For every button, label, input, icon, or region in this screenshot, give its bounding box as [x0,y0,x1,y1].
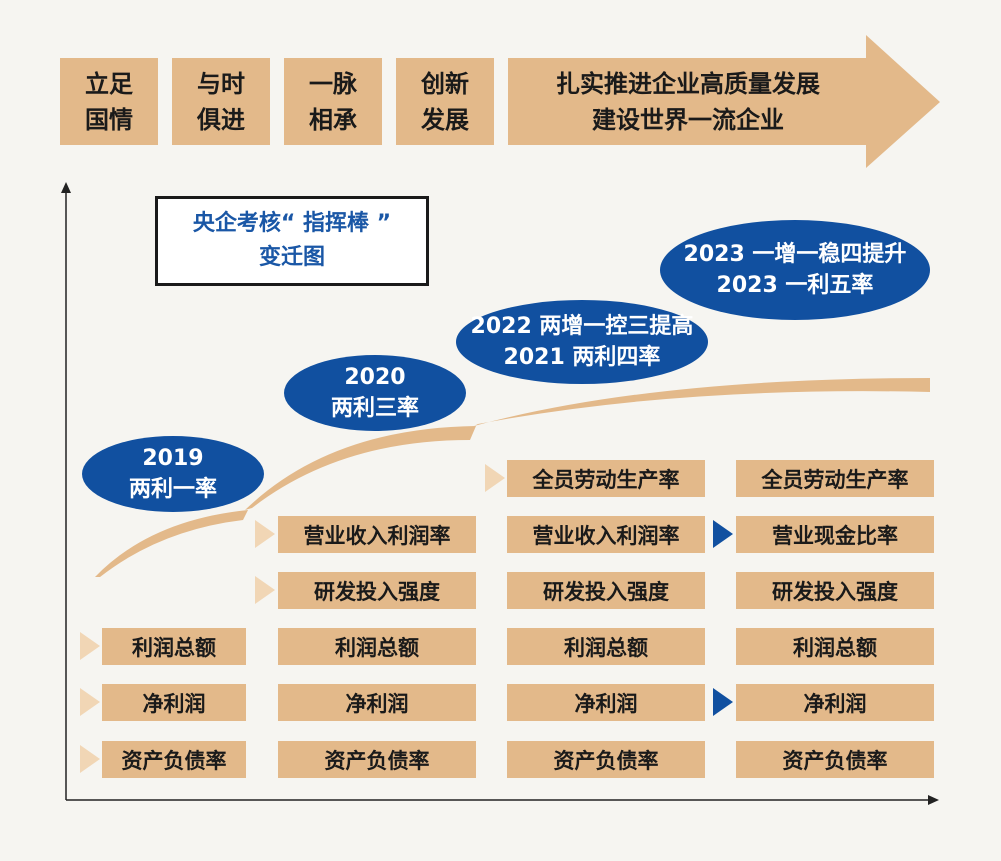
milestone-year: 2020 [344,365,406,390]
banner-arrow-text: 扎实推进企业高质量发展 [556,69,820,98]
indicator-cell: 营业收入利润率 [507,516,705,553]
new-indicator-marker-icon [80,632,100,660]
indicator-cell: 研发投入强度 [507,572,705,609]
new-indicator-marker-icon [80,745,100,773]
indicator-cell: 研发投入强度 [278,572,476,609]
banner-arrow-text: 建设世界一流企业 [592,105,784,134]
milestone-line: 2023 一增一稳四提升 [683,242,907,267]
indicator-cell: 研发投入强度 [736,572,934,609]
banner-box-text: 国情 [85,105,133,134]
banner-box-text: 相承 [309,105,357,134]
milestone-line: 2021 两利四率 [503,345,661,370]
banner-box-3: 一脉相承 [284,58,382,145]
indicator-cell: 利润总额 [278,628,476,665]
indicator-cell: 净利润 [278,684,476,721]
indicator-cell: 利润总额 [736,628,934,665]
x-axis-arrowhead [928,795,939,805]
indicator-cell: 全员劳动生产率 [736,460,934,497]
milestone-2023: 2023 一增一稳四提升 2023 一利五率 [660,220,930,320]
title-line-2: 变迁图 [258,245,325,270]
growth-curve-segment-1 [95,510,248,577]
banner-box-text: 立足 [85,69,133,98]
banner-box-1: 立足国情 [60,58,158,145]
indicator-cell: 利润总额 [102,628,246,665]
indicator-cell: 资产负债率 [102,741,246,778]
banner-arrow-shape [508,35,940,168]
indicator-cell: 净利润 [736,684,934,721]
banner-arrow: 扎实推进企业高质量发展建设世界一流企业 [508,58,868,145]
indicator-cell: 资产负债率 [278,741,476,778]
milestone-year: 2019 [142,446,204,471]
milestone-label: 两利三率 [330,396,419,421]
title-line-1: 央企考核“ 指挥棒 ” [192,211,392,236]
new-indicator-marker-icon [80,688,100,716]
indicator-cell: 全员劳动生产率 [507,460,705,497]
banner-box-text: 一脉 [309,69,357,98]
banner-box-2: 与时俱进 [172,58,270,145]
banner-box-text: 与时 [197,69,245,98]
growth-curve-segment-2 [245,426,476,510]
milestone-2020: 2020 两利三率 [284,355,466,431]
banner-box-text: 创新 [421,69,469,98]
diagram-title: 央企考核“ 指挥棒 ” 变迁图 [155,196,429,286]
indicator-cell: 营业收入利润率 [278,516,476,553]
indicator-cell: 资产负债率 [736,741,934,778]
banner-box-text: 发展 [421,105,469,134]
indicator-cell: 净利润 [102,684,246,721]
new-indicator-marker-icon [255,576,275,604]
milestone-line: 2023 一利五率 [716,273,874,298]
milestone-2021-2022: 2022 两增一控三提高 2021 两利四率 [456,300,708,384]
indicator-cell: 利润总额 [507,628,705,665]
new-indicator-marker-icon [485,464,505,492]
indicator-cell: 资产负债率 [507,741,705,778]
changed-indicator-marker-icon [713,688,733,716]
growth-curve-segment-3 [474,378,930,426]
changed-indicator-marker-icon [713,520,733,548]
milestone-line: 2022 两增一控三提高 [470,314,694,339]
indicator-cell: 营业现金比率 [736,516,934,553]
milestone-label: 两利一率 [128,477,217,502]
milestone-2019: 2019 两利一率 [82,436,264,512]
banner-box-text: 俱进 [197,105,245,134]
new-indicator-marker-icon [255,520,275,548]
y-axis-arrowhead [61,182,71,193]
indicator-cell: 净利润 [507,684,705,721]
banner-box-4: 创新发展 [396,58,494,145]
